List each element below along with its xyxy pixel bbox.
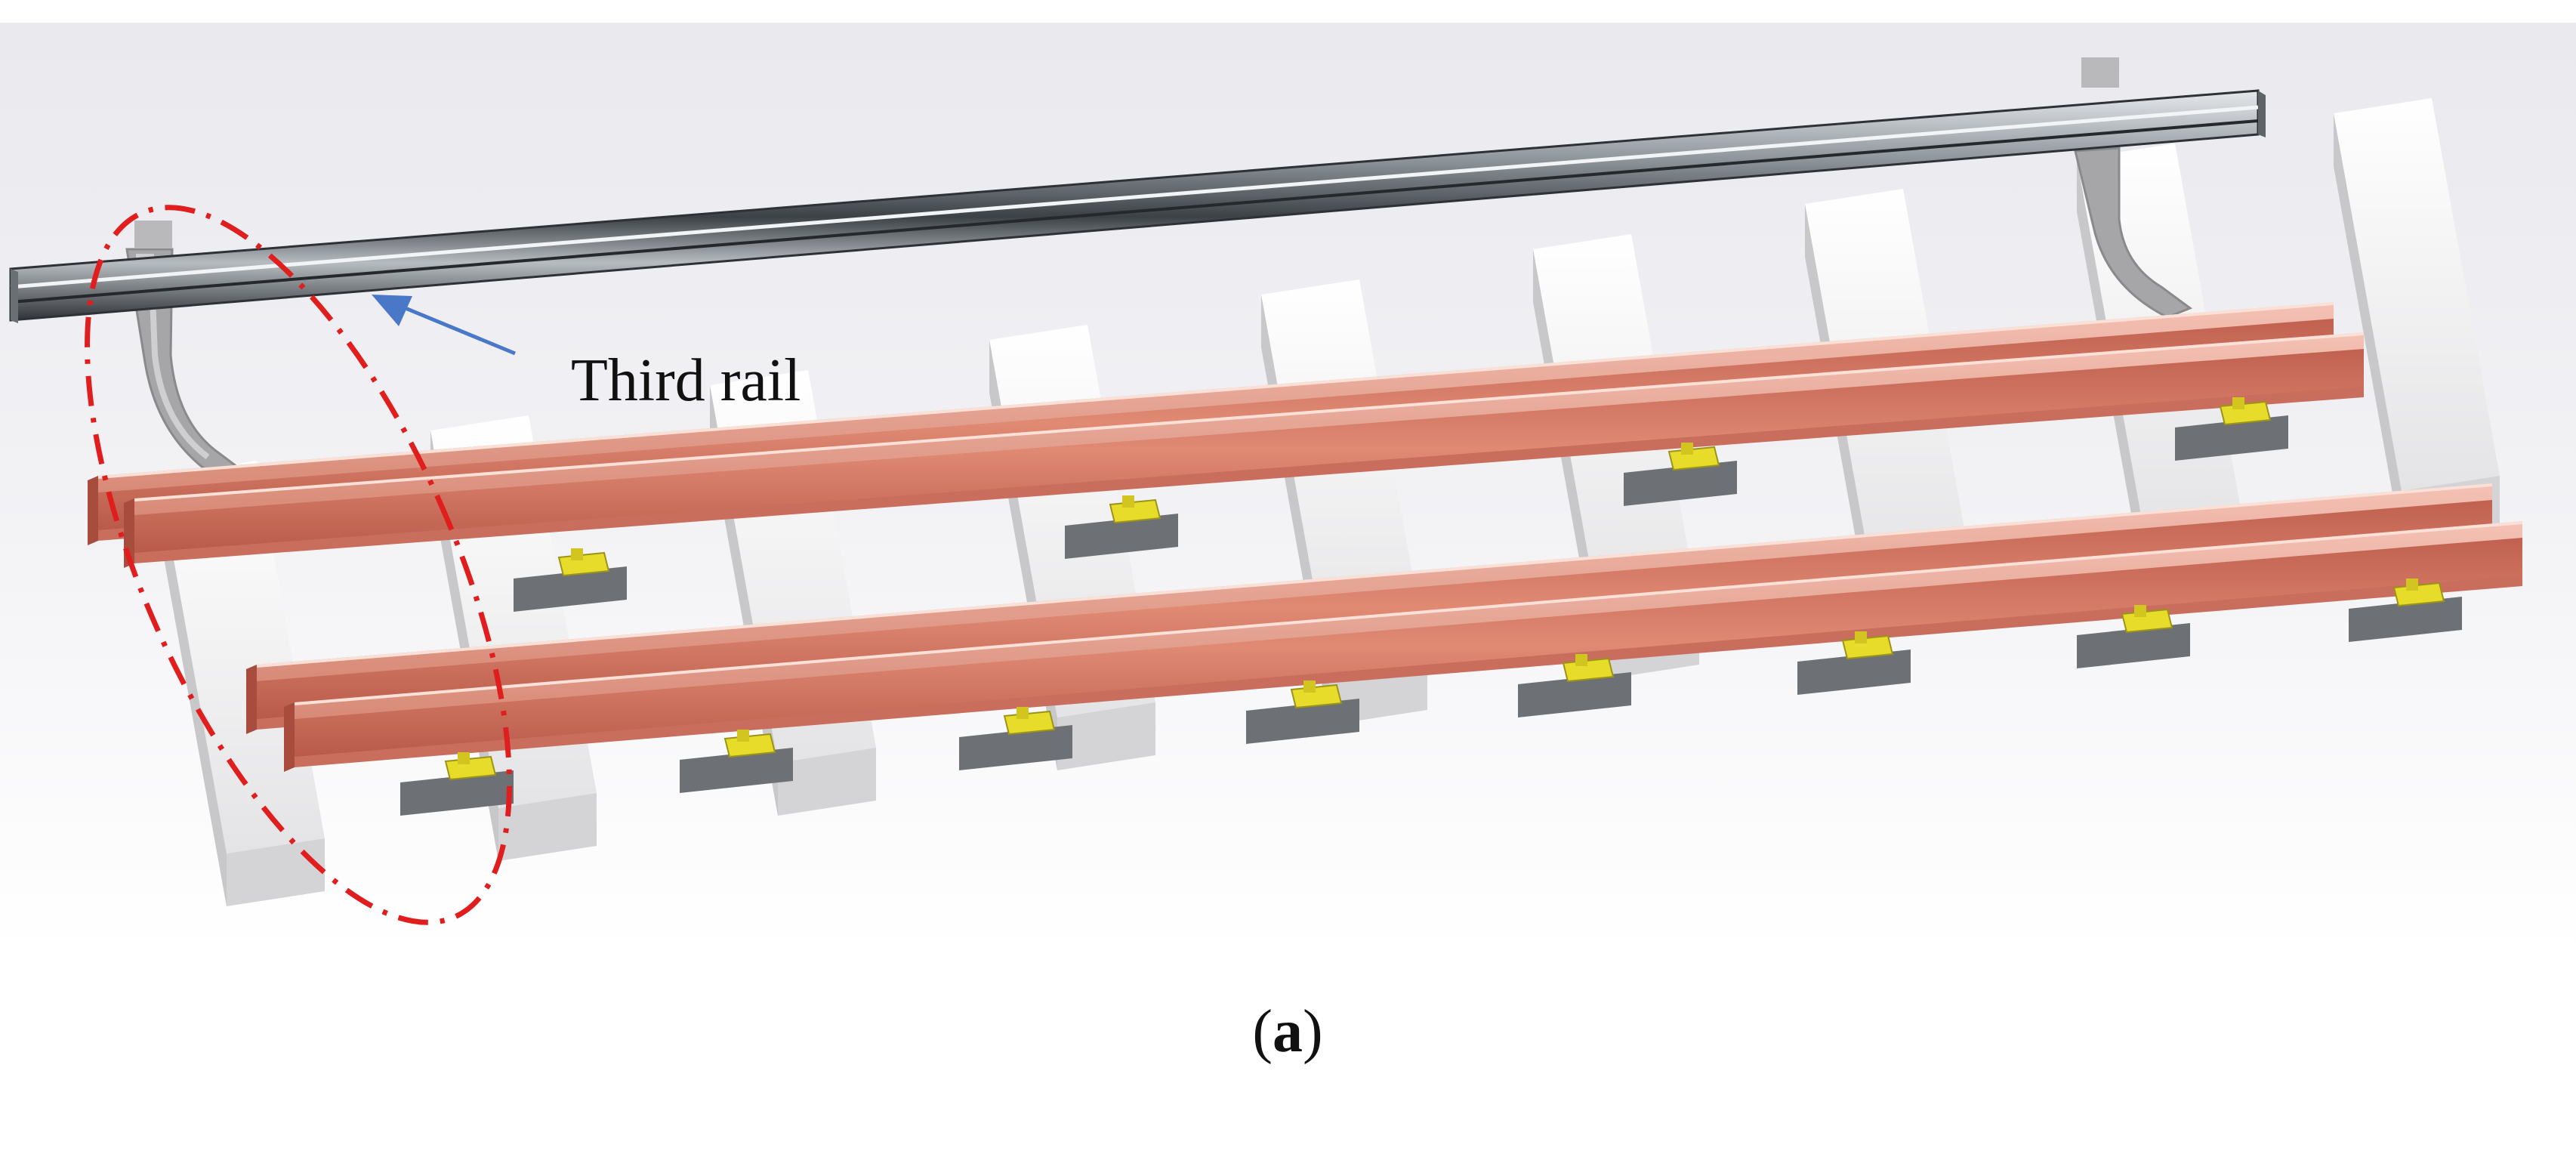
caption-letter: a <box>1273 998 1303 1065</box>
third-rail <box>9 89 2266 323</box>
caption-close-paren: ) <box>1303 998 1323 1065</box>
fastener-clip <box>2349 579 2462 642</box>
fastener-clip <box>2077 605 2190 668</box>
rail-front-near <box>284 521 2523 772</box>
fastener-clip <box>514 548 627 612</box>
fastener-clip <box>1797 631 1911 695</box>
third-rail-label: Third rail <box>571 347 801 414</box>
fastener-clip <box>1065 495 1178 559</box>
third-rail-bracket-right <box>2074 57 2193 319</box>
fastener-clip <box>1624 443 1737 506</box>
rail-fasteners-group <box>400 397 2462 816</box>
rail-back-near <box>124 332 2365 568</box>
fastener-clip <box>1246 680 1359 744</box>
figure-caption: (a) <box>1252 998 1322 1065</box>
fastener-clip <box>959 707 1072 770</box>
sleeper <box>159 461 325 906</box>
highlight-ellipse <box>85 205 512 925</box>
running-rails-group <box>88 302 2523 772</box>
fastener-clip <box>1518 654 1631 717</box>
fastener-clip <box>400 752 514 816</box>
fastener-clip <box>680 730 793 793</box>
fastener-clip <box>2175 397 2288 461</box>
caption-open-paren: ( <box>1252 998 1273 1065</box>
annotation-arrow <box>372 295 516 356</box>
